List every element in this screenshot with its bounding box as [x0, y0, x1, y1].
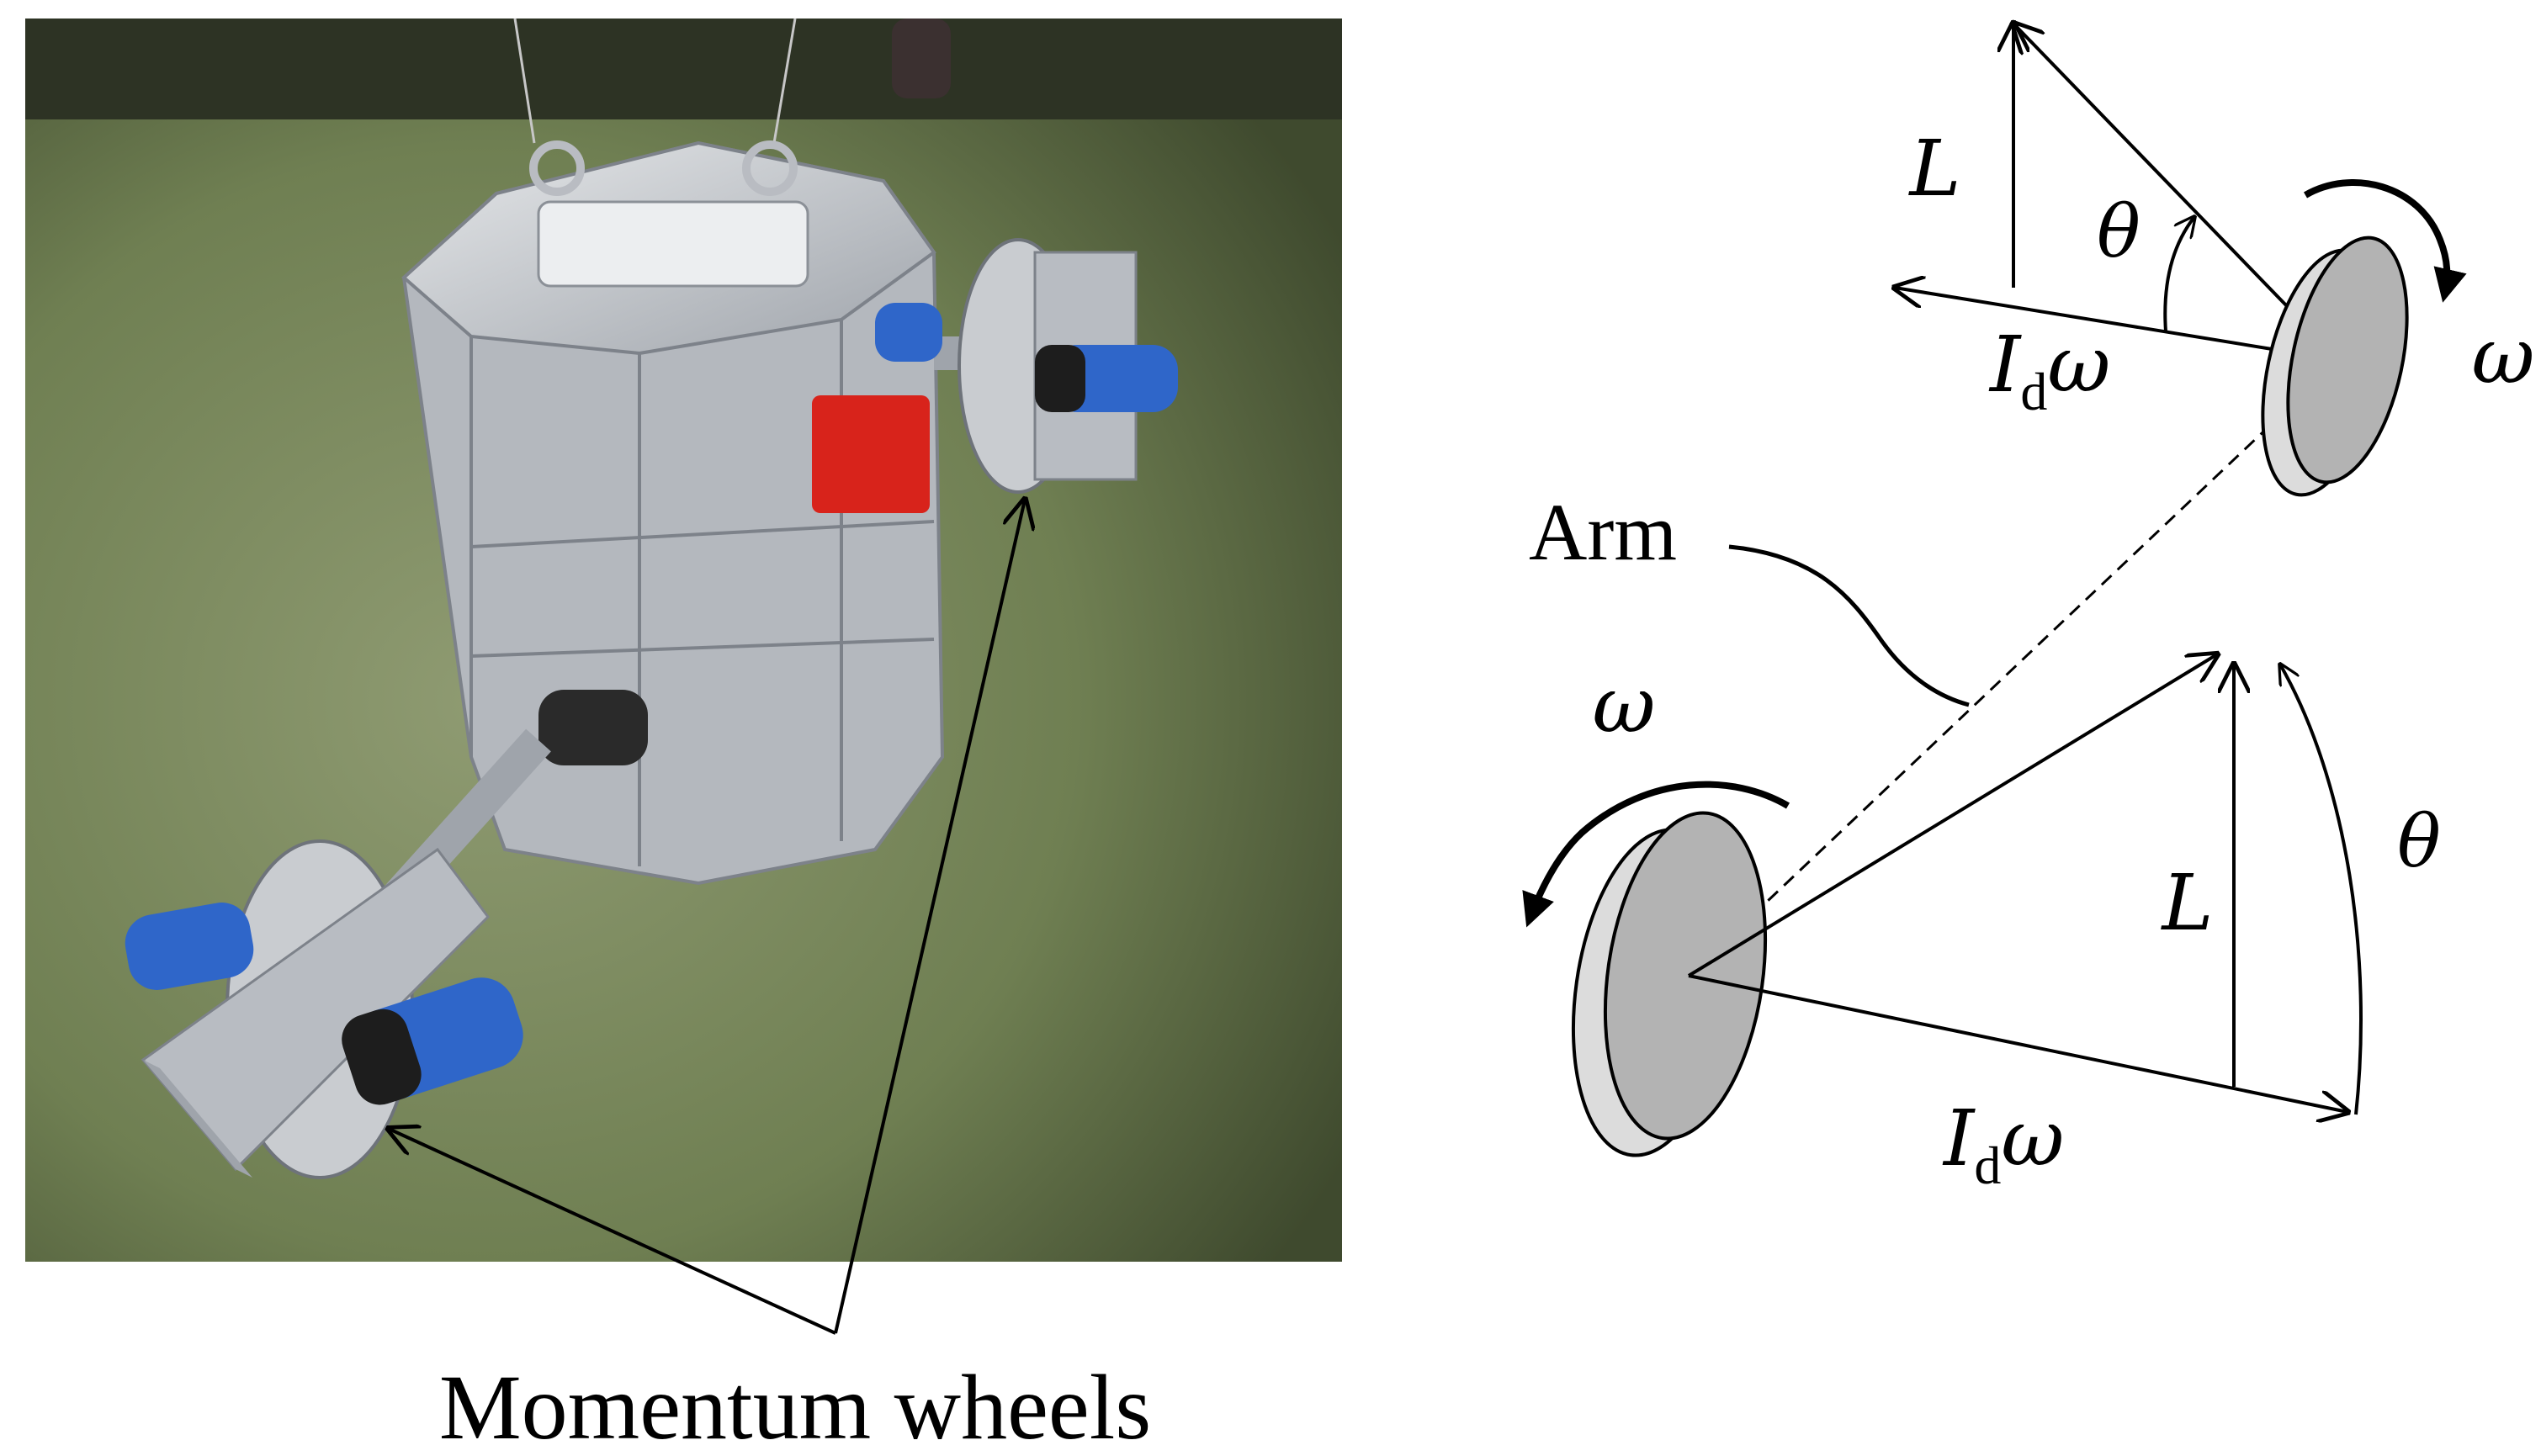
battery	[812, 395, 930, 513]
eye-bolt	[529, 140, 585, 196]
bottom-wheel-disk	[1571, 811, 1768, 1157]
top-Idw-vector	[1895, 288, 2340, 362]
callout-arrow	[389, 1129, 836, 1335]
bottom-resultant-vector	[1687, 654, 2217, 977]
background-caster	[892, 19, 951, 98]
top-wheel-disk	[2261, 236, 2409, 497]
vector-diagram: Arm L θ ω Idω	[1522, 24, 2535, 1195]
bottom-Id-omega: ω	[2001, 1093, 2064, 1183]
bottom-wheel-group: ω θ L Idω	[1522, 654, 2441, 1195]
top-theta-arc	[2163, 217, 2194, 332]
photo-back-wall	[25, 19, 1342, 119]
top-Idw-label: Idω	[1988, 320, 2110, 421]
top-L-label: L	[1907, 124, 1960, 214]
robot-photo	[25, 18, 1342, 1262]
arm-leader-curve	[1728, 544, 1970, 707]
bottom-Id-subscript: d	[1974, 1136, 2001, 1195]
arm-dashed-line	[1687, 358, 2341, 977]
motor	[875, 303, 942, 362]
top-Id-symbol: I	[1988, 320, 2022, 410]
bottom-theta-label: θ	[2397, 800, 2441, 884]
top-omega-label: ω	[2471, 311, 2534, 401]
callout-arrows	[389, 500, 1025, 1335]
top-Id-omega: ω	[2047, 320, 2110, 410]
left-momentum-wheel	[125, 728, 551, 1179]
top-resultant-vector	[2013, 24, 2341, 362]
inner-motor	[538, 690, 648, 765]
right-momentum-wheel	[875, 238, 1178, 494]
bottom-omega-label: ω	[1592, 660, 1655, 750]
callout-label: Momentum wheels	[439, 1356, 1151, 1456]
bottom-Idw-vector	[1688, 974, 2347, 1112]
bottom-omega-rotation-arrow	[1522, 781, 1790, 928]
suspension-wire	[772, 18, 797, 144]
robot-body	[401, 140, 945, 886]
bottom-theta-arc	[2280, 664, 2363, 1115]
suspension-wire	[513, 18, 536, 144]
arm-label: Arm	[1529, 487, 1677, 577]
top-mount-plate	[537, 200, 809, 288]
top-wheel-group: L θ ω Idω	[1895, 24, 2535, 497]
bottom-Id-symbol: I	[1942, 1093, 1976, 1183]
eye-bolt	[742, 140, 798, 196]
top-Id-subscript: d	[2020, 362, 2047, 421]
top-omega-rotation-arrow	[2303, 179, 2467, 303]
bottom-Idw-label: Idω	[1942, 1093, 2064, 1195]
bottom-L-label: L	[2160, 858, 2213, 948]
top-theta-label: θ	[2097, 190, 2140, 274]
motor	[125, 903, 254, 990]
callout-arrow	[834, 500, 1025, 1334]
